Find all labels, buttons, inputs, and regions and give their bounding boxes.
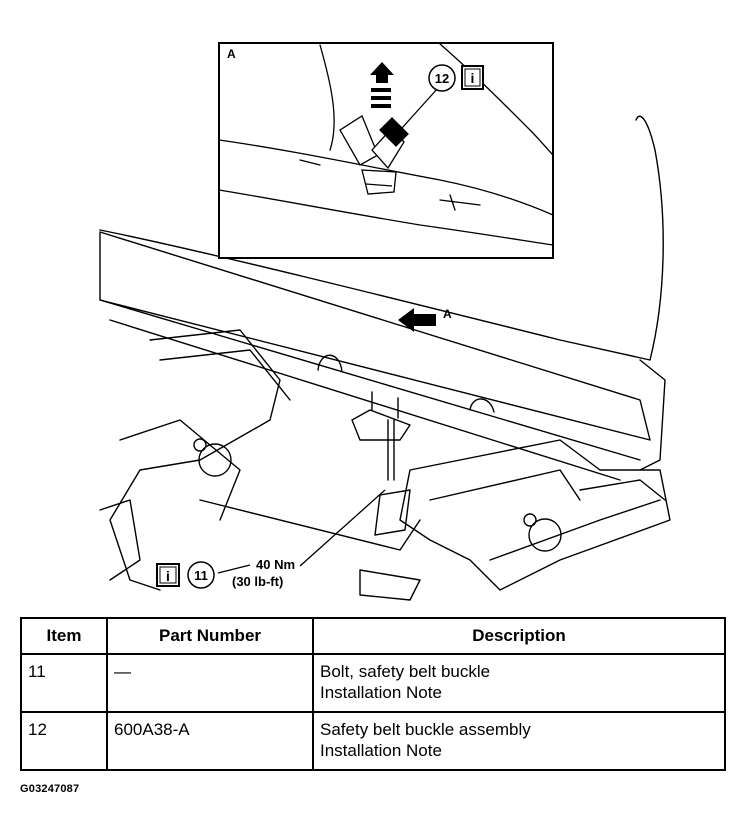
view-a-arrow-label: A xyxy=(443,307,452,321)
parts-table: Item Part Number Description 11 — Bolt, … xyxy=(20,617,726,771)
row-item: 12 xyxy=(20,711,108,771)
svg-text:i: i xyxy=(471,70,475,86)
torque-nm-label: 40 Nm xyxy=(256,557,295,572)
seat-frame-right xyxy=(399,439,671,591)
header-item: Item xyxy=(20,617,108,655)
table-header-row: Item Part Number Description xyxy=(20,617,726,655)
table-row: 12 600A38-A Safety belt buckle assembly … xyxy=(20,711,726,771)
seat-cushion-outline xyxy=(99,115,664,361)
removal-direction-up-arrow-icon xyxy=(370,62,394,108)
row-part-number: 600A38-A xyxy=(106,711,314,771)
callout-11-circle xyxy=(187,561,215,589)
callout-11-label: 11 xyxy=(194,568,208,583)
callout-12-label: 12 xyxy=(435,71,449,86)
row-item: 11 xyxy=(20,653,108,713)
header-part-number: Part Number xyxy=(106,617,314,655)
buckle-bolt xyxy=(387,419,395,481)
callout-12-circle xyxy=(428,64,456,92)
seat-cushion-front-edge xyxy=(99,231,651,441)
info-icon-11: i xyxy=(156,563,180,587)
view-a-arrow-icon xyxy=(398,308,436,332)
description-text: Bolt, safety belt buckle xyxy=(320,662,491,681)
row-part-number: — xyxy=(106,653,314,713)
seat-belt-buckle-diagram: A A 12 xyxy=(99,42,671,601)
description-text: Safety belt buckle assembly xyxy=(320,720,531,739)
inset-label: A xyxy=(227,47,236,61)
buckle-assembly-icon xyxy=(339,115,409,195)
svg-text:i: i xyxy=(166,568,170,584)
figure-id: G03247087 xyxy=(20,783,80,795)
installation-note-link[interactable]: Installation Note xyxy=(320,683,442,702)
seat-frame-left xyxy=(109,329,281,591)
installation-note-link[interactable]: Installation Note xyxy=(320,741,442,760)
row-description: Safety belt buckle assembly Installation… xyxy=(312,711,726,771)
torque-lbft-label: (30 lb-ft) xyxy=(232,574,283,589)
inset-view-a: A 12 i xyxy=(218,42,554,259)
table-row: 11 — Bolt, safety belt buckle Installati… xyxy=(20,653,726,713)
header-description: Description xyxy=(312,617,726,655)
info-icon-12: i xyxy=(461,65,484,90)
row-description: Bolt, safety belt buckle Installation No… xyxy=(312,653,726,713)
